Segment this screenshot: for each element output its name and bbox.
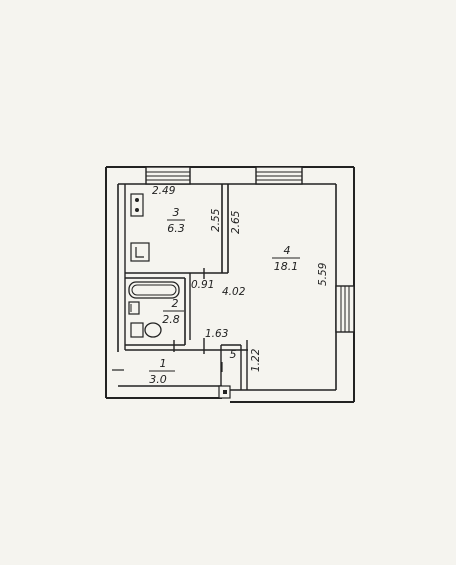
room-area: 6.3: [167, 222, 185, 235]
room-label-2: 2 2.8: [162, 297, 184, 326]
window-icon: [145, 166, 191, 185]
bathtub-icon: [128, 281, 180, 299]
room-label-4: 4 18.1: [272, 244, 300, 273]
dimension-label: 1.63: [205, 328, 228, 340]
room-number: 4: [284, 244, 291, 257]
room-area: 3.0: [149, 373, 167, 386]
dimension-label: 4.02: [222, 286, 246, 298]
room-label-3: 3 6.3: [167, 206, 185, 235]
sink-icon: [130, 242, 150, 262]
dimension-label: 2.65: [230, 210, 242, 234]
dimension-label: 0.91: [191, 279, 214, 291]
room-number: 1: [160, 357, 167, 370]
room-label-1: 1 3.0: [149, 357, 175, 386]
dimension-label: 2.55: [210, 208, 222, 232]
dimension-label: 2.49: [152, 185, 176, 197]
window-icon: [255, 166, 303, 185]
washbasin-icon: [128, 301, 140, 315]
room-number: 2: [172, 297, 179, 310]
room-label-5: 5: [230, 348, 237, 361]
room-area: 2.8: [162, 313, 180, 326]
toilet-icon: [130, 322, 162, 338]
window-icon: [335, 285, 355, 333]
room-area: 18.1: [274, 260, 299, 273]
interior-walls: [124, 184, 248, 390]
dimension-label: 5.59: [317, 262, 329, 286]
room-number: 3: [173, 206, 180, 219]
room-number: 5: [230, 348, 237, 361]
door-icon: [112, 268, 231, 399]
stove-icon: [130, 193, 144, 217]
dimension-label: 1.22: [250, 348, 262, 372]
